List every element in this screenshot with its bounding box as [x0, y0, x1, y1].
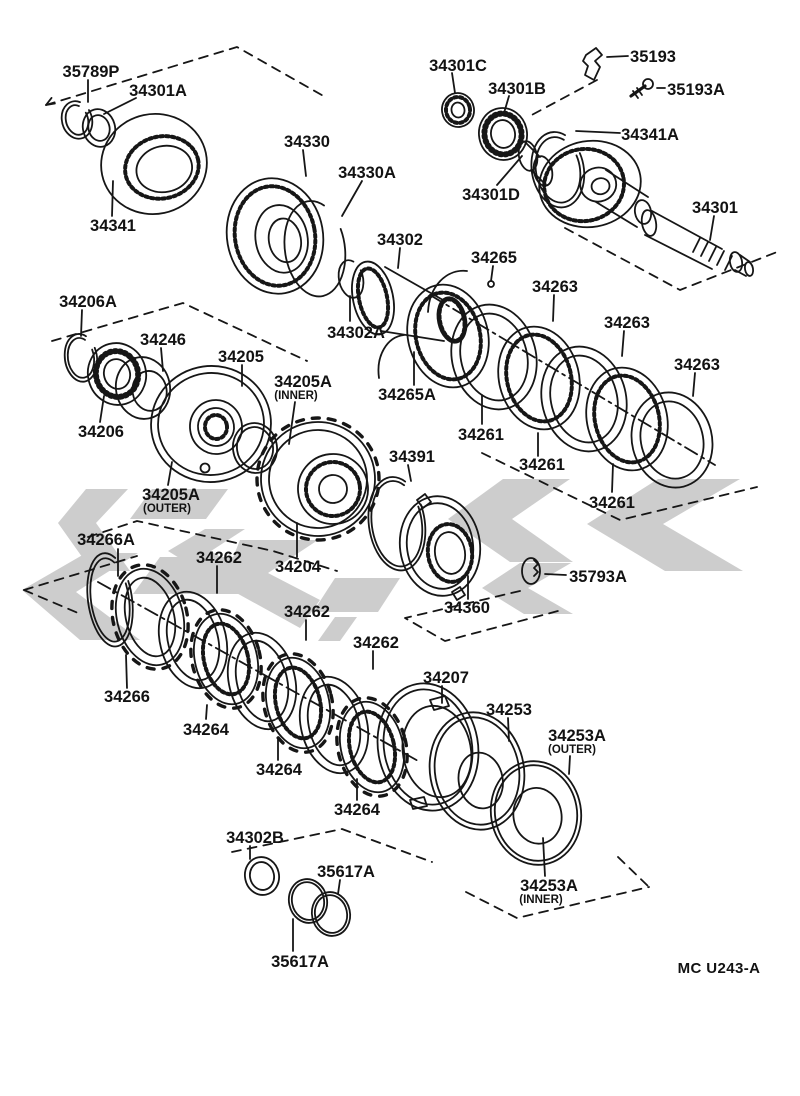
part-label-34302a: 34302A — [327, 324, 385, 342]
part-label-34263-3: 34263 — [674, 356, 720, 374]
part-34261-disc-2 — [497, 325, 581, 431]
part-label-34205a-outer-sub: (OUTER) — [143, 503, 191, 515]
shaft-splines — [692, 237, 733, 271]
part-label-34261-3: 34261 — [589, 494, 635, 512]
part-label-34302: 34302 — [377, 231, 423, 249]
part-label-34205a-inner-sub: (INNER) — [274, 390, 318, 402]
part-label-35793a: 35793A — [569, 568, 627, 586]
part-label-34205a-inner: 34205A — [274, 373, 332, 391]
part-label-34265: 34265 — [471, 249, 517, 267]
part-34302a-snap-ring — [337, 259, 365, 299]
part-label-34263-2: 34263 — [604, 314, 650, 332]
part-34207-piston-assembly — [376, 682, 480, 812]
part-label-34301b: 34301B — [488, 80, 546, 98]
leader-lines — [80, 55, 715, 952]
part-34266a-spring — [86, 552, 134, 648]
part-label-34261-2: 34261 — [519, 456, 565, 474]
part-label-34391: 34391 — [389, 448, 435, 466]
part-label-34341: 34341 — [90, 217, 136, 235]
part-34266-plate — [110, 563, 190, 671]
part-34302b-seal-ring — [244, 856, 280, 896]
part-35793a-grommet — [521, 557, 541, 585]
part-34301a-ring — [81, 108, 117, 148]
part-34360-piston — [398, 493, 482, 601]
part-label-34301a: 34301A — [129, 82, 187, 100]
part-label-34262-1: 34262 — [196, 549, 242, 567]
part-34265-wave-spring — [427, 269, 468, 313]
part-35617a-ring-1 — [287, 878, 329, 924]
part-34301b-bearing — [478, 107, 528, 161]
part-label-34205a-outer: 34205A — [142, 486, 200, 504]
part-35193a-bolt — [629, 78, 654, 99]
part-label-34253a-inner: 34253A — [520, 877, 578, 895]
part-34262-plate-2 — [226, 631, 298, 731]
part-34302-shaft-gear — [351, 260, 468, 344]
part-label-34301c: 34301C — [429, 57, 487, 75]
part-label-34263-1: 34263 — [532, 278, 578, 296]
part-34341-drum — [100, 112, 208, 216]
part-label-34253a-inner-sub: (INNER) — [519, 894, 563, 906]
part-label-35193a: 35193A — [667, 81, 725, 99]
part-label-34330: 34330 — [284, 133, 330, 151]
part-34261-disc-3 — [585, 366, 669, 472]
part-34264-disc-2 — [261, 652, 335, 754]
part-35193-anchor-clip — [582, 47, 603, 81]
part-34263-plate-1 — [450, 303, 538, 411]
part-label-34261-1: 34261 — [458, 426, 504, 444]
part-34330a-snap-ring — [283, 200, 347, 298]
part-label-34341a: 34341A — [621, 126, 679, 144]
part-label-35193: 35193 — [630, 48, 676, 66]
part-34330-planetary-gear — [225, 177, 325, 295]
part-label-34207: 34207 — [423, 669, 469, 687]
figure-code: MC U243-A — [678, 960, 761, 977]
part-label-34264-2: 34264 — [256, 761, 303, 779]
part-label-34301d: 34301D — [462, 186, 520, 204]
part-label-35617a-bottom: 35617A — [271, 953, 329, 971]
part-label-34204: 34204 — [275, 558, 322, 576]
part-label-34262-3: 34262 — [353, 634, 399, 652]
part-35617a-ring-2 — [310, 891, 352, 937]
part-label-34360: 34360 — [444, 599, 490, 617]
part-34253a-outer-disc — [489, 760, 583, 866]
part-34205-planetary-drum — [150, 365, 272, 483]
part-34262-plate-3 — [298, 675, 370, 775]
part-label-34330a: 34330A — [338, 164, 396, 182]
part-label-34246: 34246 — [140, 331, 186, 349]
part-34265a-cushion-spring — [377, 334, 405, 379]
part-label-34264-3: 34264 — [334, 801, 381, 819]
parts-artwork — [60, 47, 755, 937]
part-label-34206a: 34206A — [59, 293, 117, 311]
part-label-34253a-outer-sub: (OUTER) — [548, 744, 596, 756]
part-34301c-lock-nut — [441, 92, 475, 128]
part-label-35789p: 35789P — [63, 63, 120, 81]
part-label-34253: 34253 — [486, 701, 532, 719]
part-label-34253a-outer: 34253A — [548, 727, 606, 745]
part-label-34264-1: 34264 — [183, 721, 230, 739]
part-34264-disc-3 — [335, 696, 409, 798]
part-34391-piston-ring — [367, 476, 427, 572]
part-34206-bearing — [86, 342, 148, 406]
group-boundary-dashes — [23, 46, 778, 919]
part-label-34206: 34206 — [78, 423, 124, 441]
part-34204-clutch-drum — [255, 416, 381, 542]
part-label-34205: 34205 — [218, 348, 264, 366]
part-label-34301: 34301 — [692, 199, 738, 217]
part-34341a-snap-ring — [530, 131, 586, 209]
part-label-34265a: 34265A — [378, 386, 436, 404]
part-34263-plate-3 — [630, 391, 714, 489]
part-label-35617a-top: 35617A — [317, 863, 375, 881]
part-label-34266: 34266 — [104, 688, 150, 706]
part-label-34262-2: 34262 — [284, 603, 330, 621]
part-label-34302b: 34302B — [226, 829, 284, 847]
part-34301-output-shaft — [538, 139, 755, 277]
part-number-labels: 35789P 34301A 34341 34330 34330A 34302 3… — [59, 48, 760, 977]
part-label-34266a: 34266A — [77, 531, 135, 549]
watermark-logo — [22, 479, 743, 641]
